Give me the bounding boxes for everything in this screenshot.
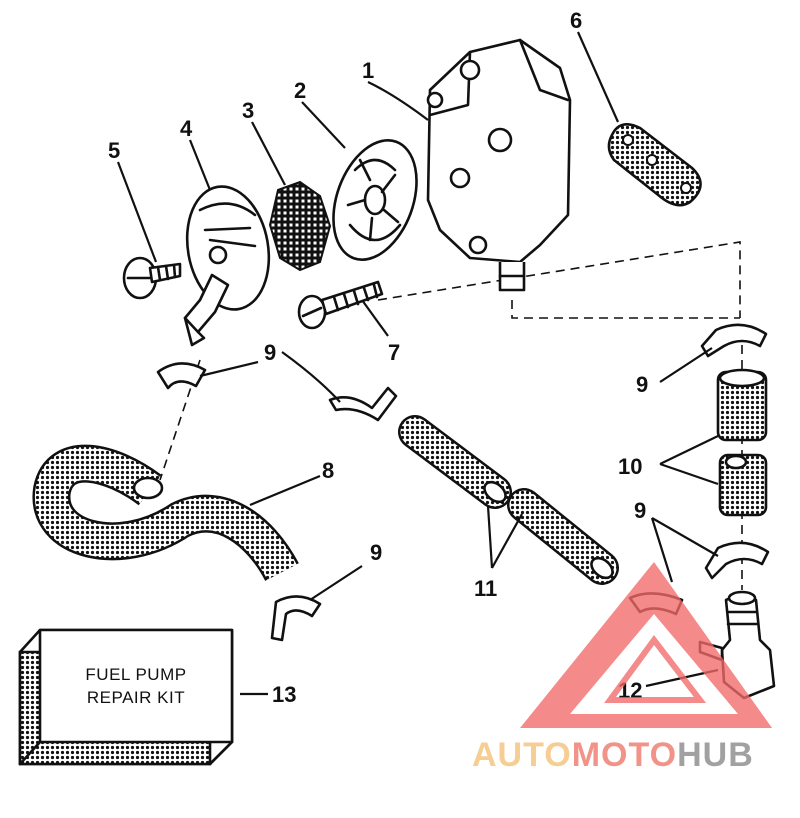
screw-part-5 (122, 256, 182, 300)
callout-9-c: 9 (636, 372, 648, 397)
hose-part-11-b (507, 488, 619, 585)
callout-11: 11 (474, 576, 497, 601)
watermark-moto: MOTO (572, 736, 677, 774)
clamp-part-9-a (156, 362, 207, 390)
cover-part-4 (183, 185, 271, 347)
repair-kit-box-part-13: FUEL PUMP REPAIR KIT (18, 628, 234, 766)
callout-8: 8 (322, 458, 334, 483)
callout-7: 7 (388, 340, 400, 365)
gasket-part-6 (607, 123, 702, 207)
kit-label-line1: FUEL PUMP (85, 665, 186, 684)
callout-9-a: 9 (264, 340, 276, 365)
filter-part-10-lower (718, 453, 768, 517)
screen-part-3 (268, 180, 332, 272)
kit-label-line2: REPAIR KIT (87, 688, 185, 707)
callout-9-d: 9 (634, 498, 646, 523)
svg-text:AUTOMOTOHUB: AUTOMOTOHUB (472, 736, 754, 774)
callout-13: 13 (272, 682, 296, 707)
clamp-part-9-e (704, 541, 770, 580)
valve-plate-part-2 (332, 139, 418, 261)
callout-numbers: 1 2 3 4 5 6 7 9 8 9 9 10 9 11 12 13 (108, 8, 648, 707)
callout-5: 5 (108, 138, 120, 163)
callout-9-b: 9 (370, 540, 382, 565)
pump-body-part-1 (426, 38, 572, 292)
callout-6: 6 (570, 8, 582, 33)
callout-3: 3 (242, 98, 254, 123)
clamp-part-9-d (700, 323, 768, 358)
screw-part-7 (297, 280, 384, 330)
hose-part-8 (32, 444, 299, 582)
watermark-auto: AUTO (472, 736, 572, 774)
callout-10: 10 (618, 454, 642, 479)
filter-part-10-upper (716, 368, 768, 442)
clamp-part-9-b (328, 386, 398, 422)
watermark-logo: AUTOMOTOHUB (472, 562, 772, 774)
callout-4: 4 (180, 116, 193, 141)
callout-1: 1 (362, 58, 374, 83)
clamp-part-9-c (270, 595, 322, 642)
hose-part-11-a (398, 415, 512, 509)
watermark-hub: HUB (677, 736, 754, 774)
callout-2: 2 (294, 78, 306, 103)
leader-lines (116, 31, 719, 696)
